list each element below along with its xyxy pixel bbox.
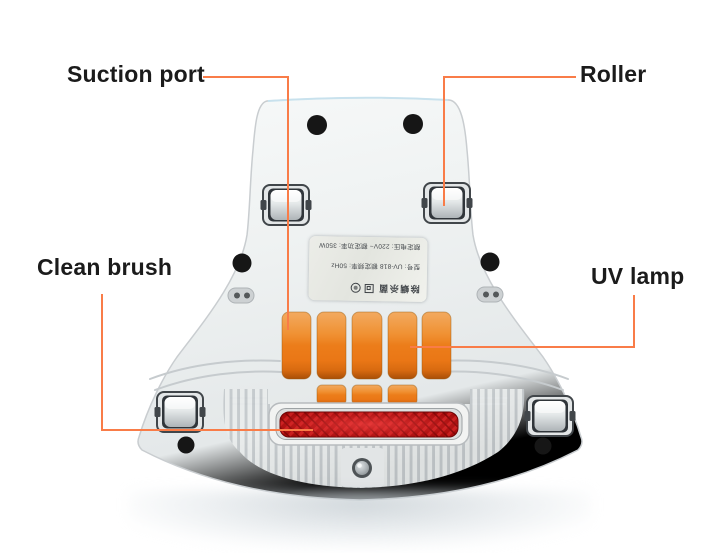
certification-square-icon — [364, 283, 374, 294]
vent-capsules — [227, 286, 504, 304]
label-uv-lamp: UV lamp — [591, 263, 685, 289]
sticker-model-line: 型号: UV-818 额定频率: 50Hz — [330, 261, 421, 270]
certification-ccc-icon — [350, 283, 361, 294]
roller-bottom-right — [523, 395, 577, 437]
roller-top-right — [420, 182, 474, 224]
screw-hole-top-left — [307, 115, 327, 135]
label-roller: Roller — [580, 61, 647, 87]
center-screw — [341, 448, 384, 487]
screw-hole-mid-left — [232, 253, 252, 273]
sticker-power-line: 额定电压: 220V~ 额定功率: 350W — [318, 241, 421, 250]
leader-clean-brush-h — [101, 429, 313, 431]
sticker-brand-row: 除螨杀菌 — [316, 281, 420, 296]
leader-clean-brush-v — [101, 294, 103, 430]
screw-hole-top-right — [403, 114, 423, 134]
leader-suction-port-h — [203, 76, 289, 78]
rating-label-sticker: 除螨杀菌 型号: UV-818 额定频率: 50Hz 额定电压: 220V~ 额… — [308, 235, 428, 303]
label-clean-brush: Clean brush — [37, 254, 173, 280]
label-suction-port: Suction port — [67, 61, 205, 87]
leader-roller-v — [443, 76, 445, 206]
clean-brush-assembly — [268, 402, 470, 446]
leader-uv-lamp-v — [633, 295, 635, 348]
screw-hole-mid-right — [480, 252, 500, 272]
roller-bottom-left — [153, 391, 207, 433]
uv-lamp-grid — [281, 311, 452, 406]
screw-hole-bottom-left — [177, 436, 195, 454]
screw-holes — [177, 114, 552, 455]
screw-hole-bottom-right — [534, 437, 552, 455]
device-top-highlight — [267, 96, 449, 102]
roller-top-left — [259, 184, 313, 226]
leader-suction-port-v — [287, 76, 289, 330]
sticker-brand-text: 除螨杀菌 — [377, 283, 420, 294]
leader-roller-h — [443, 76, 576, 78]
floor-reflection — [128, 490, 592, 548]
leader-uv-lamp-h — [410, 346, 635, 348]
